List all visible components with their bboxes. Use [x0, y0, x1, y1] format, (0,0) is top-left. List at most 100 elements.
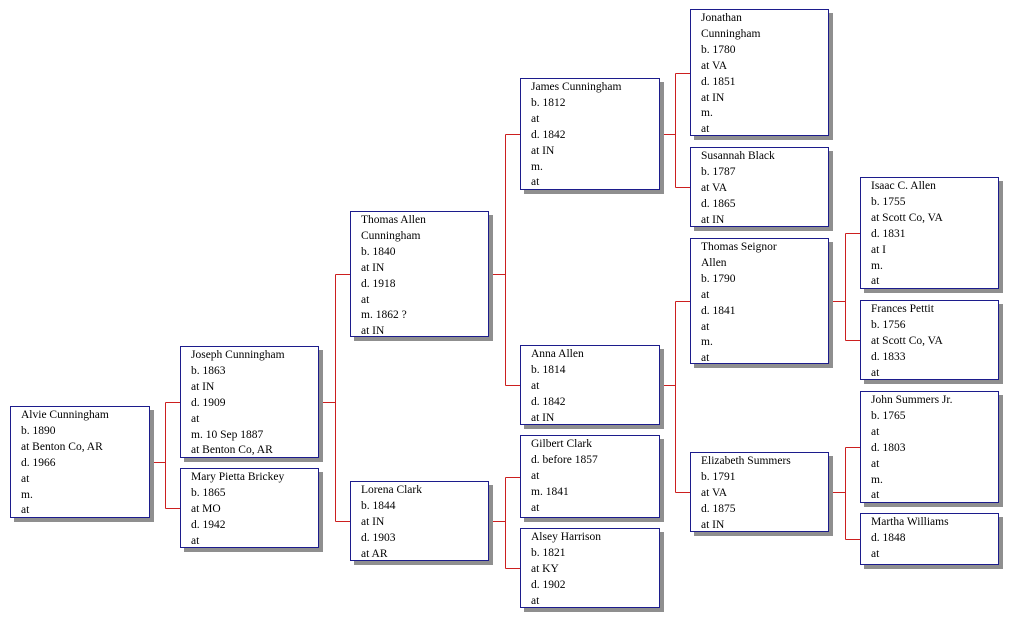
person-detail: at VA: [701, 181, 728, 194]
person-detail: at: [531, 594, 540, 607]
person-detail: m. 10 Sep 1887: [191, 428, 264, 441]
person-detail: at IN: [701, 213, 725, 226]
person-detail: m. 1862 ?: [361, 309, 407, 322]
person-detail: at IN: [701, 91, 725, 104]
person-detail: d. 1918: [361, 277, 396, 290]
person-detail: m.: [871, 473, 883, 486]
person-detail: m.: [701, 107, 713, 120]
person-detail: at: [871, 457, 880, 470]
person-detail: at IN: [361, 515, 385, 528]
connector-thomas-allen: [489, 134, 520, 386]
person-detail: at AR: [361, 547, 388, 560]
connector-lorena: [489, 477, 520, 569]
person-detail: b. 1791: [701, 470, 736, 483]
person-detail: at: [531, 379, 540, 392]
person-detail: d. 1842: [531, 128, 566, 141]
person-detail: at: [531, 501, 540, 514]
person-detail: d. 1909: [191, 396, 226, 409]
person-name: Martha Williams: [871, 516, 949, 528]
person-detail: at MO: [191, 502, 221, 515]
person-detail: at IN: [361, 325, 385, 338]
person-detail: b. 1790: [701, 272, 736, 285]
person-detail: b. 1840: [361, 245, 396, 258]
person-detail: at: [191, 534, 200, 547]
person-detail: m. 1841: [531, 485, 569, 498]
person-name: Frances Pettit: [871, 303, 934, 315]
person-detail: at: [871, 425, 880, 438]
person-detail: b. 1780: [701, 43, 736, 56]
person-detail: m.: [871, 259, 883, 272]
connector-alvie: [150, 402, 180, 509]
person-card-susannah[interactable]: Susannah Black b. 1787 at VA d. 1865 at IN: [690, 147, 829, 227]
person-detail: b. 1756: [871, 318, 906, 331]
person-name: Gilbert Clark: [531, 438, 592, 450]
person-detail: b. 1755: [871, 195, 906, 208]
person-detail: at IN: [361, 261, 385, 274]
person-detail: at: [701, 352, 710, 365]
person-detail: d. 1841: [701, 304, 736, 317]
person-detail: at: [531, 469, 540, 482]
person-detail: at IN: [191, 380, 215, 393]
connector-thomas-seignor: [829, 233, 860, 341]
person-name: Isaac C. Allen: [871, 180, 936, 192]
person-detail: b. 1890: [21, 424, 56, 437]
person-detail: d. 1903: [361, 531, 396, 544]
person-detail: at IN: [531, 411, 555, 424]
person-detail: d. 1865: [701, 197, 736, 210]
person-card-alvie[interactable]: Alvie Cunningham b. 1890 at Benton Co, AR d…: [10, 406, 150, 518]
person-detail: at VA: [701, 59, 728, 72]
person-detail: at: [871, 489, 880, 502]
person-detail: at Benton Co, AR: [191, 444, 273, 457]
person-detail: b. 1787: [701, 165, 736, 178]
person-detail: m.: [531, 160, 543, 173]
person-detail: d. 1851: [701, 75, 736, 88]
person-detail: at: [871, 366, 880, 379]
person-card-thomas-allen[interactable]: Thomas Allen Cunningham b. 1840 at IN d. 19…: [350, 211, 489, 337]
person-detail: b. 1812: [531, 96, 566, 109]
person-name: Thomas Seignor Allen: [701, 241, 777, 269]
person-detail: b. 1821: [531, 546, 566, 559]
person-detail: at: [531, 112, 540, 125]
person-card-gilbert[interactable]: Gilbert Clark d. before 1857 at m. 1841 at: [520, 435, 660, 518]
person-detail: m.: [701, 336, 713, 349]
person-name: Mary Pietta Brickey: [191, 471, 285, 483]
person-detail: at: [701, 288, 710, 301]
person-name: Alvie Cunningham: [21, 409, 109, 421]
person-detail: at: [361, 293, 370, 306]
person-name: Elizabeth Summers: [701, 455, 791, 467]
connector-anna: [660, 301, 690, 493]
person-name: Lorena Clark: [361, 484, 422, 496]
person-name: Joseph Cunningham: [191, 349, 285, 361]
connector-elizabeth: [829, 447, 860, 540]
person-card-thomas-seignor[interactable]: Thomas Seignor Allen b. 1790 at d. 1841 at m.…: [690, 238, 829, 364]
person-name: Anna Allen: [531, 348, 584, 360]
person-name: Thomas Allen Cunningham: [361, 214, 426, 242]
person-name: Susannah Black: [701, 150, 775, 162]
person-detail: at Benton Co, AR: [21, 440, 103, 453]
person-detail: at: [21, 504, 30, 517]
person-detail: at Scott Co, VA: [871, 334, 943, 347]
person-detail: d. 1842: [531, 395, 566, 408]
person-detail: at: [191, 412, 200, 425]
person-detail: at: [701, 320, 710, 333]
person-detail: d. 1966: [21, 456, 56, 469]
connector-james: [660, 73, 690, 188]
person-detail: b. 1865: [191, 486, 226, 499]
person-detail: at: [871, 275, 880, 288]
person-detail: d. before 1857: [531, 453, 598, 466]
person-detail: at VA: [701, 486, 728, 499]
